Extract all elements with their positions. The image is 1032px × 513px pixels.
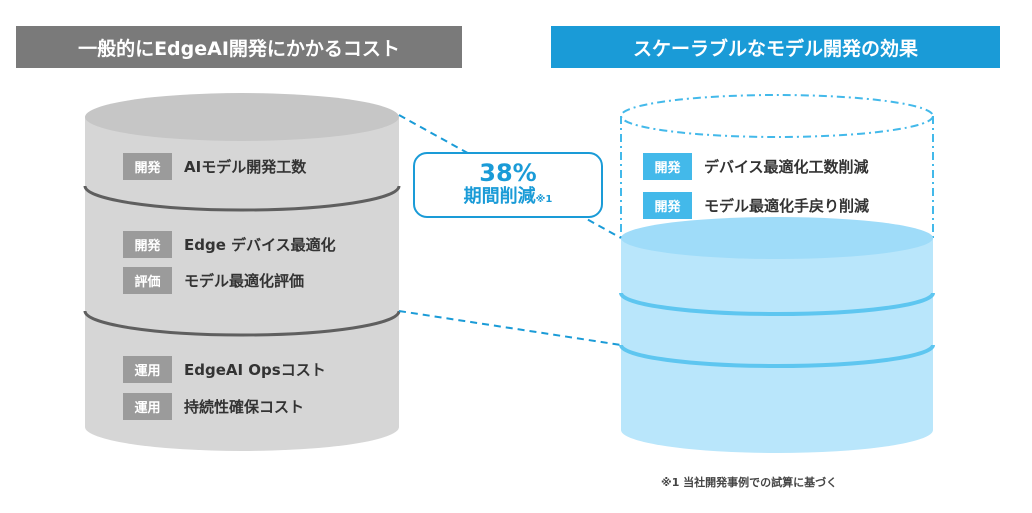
left-header-text: 一般的にEdgeAI開発にかかるコスト xyxy=(78,37,400,60)
cost-item: 運用 持続性確保コスト xyxy=(123,393,304,420)
cost-item-tag: 運用 xyxy=(123,393,172,420)
cost-item-label: Edge デバイス最適化 xyxy=(184,236,336,254)
right-header: スケーラブルなモデル開発の効果 xyxy=(551,26,1000,68)
cost-item-tag: 開発 xyxy=(123,231,172,258)
cost-item: 評価 モデル最適化評価 xyxy=(123,267,304,294)
connector-bottom xyxy=(398,310,622,346)
cost-item-label: 持続性確保コスト xyxy=(184,398,305,416)
cost-item-label: AIモデル開発工数 xyxy=(184,158,307,176)
effect-item-tag: 開発 xyxy=(643,192,692,219)
cost-item-tag: 評価 xyxy=(123,267,172,294)
reduced-cylinder-body xyxy=(621,238,933,453)
cost-cylinder-divider-1 xyxy=(83,185,401,212)
effect-item: 開発 デバイス最適化工数削減 xyxy=(643,153,869,180)
reduced-cylinder-top xyxy=(621,217,933,259)
cost-item-label: モデル最適化評価 xyxy=(184,272,305,290)
reduced-cylinder-divider-2 xyxy=(619,344,935,368)
cost-item-tag: 運用 xyxy=(123,356,172,383)
cost-item-tag: 開発 xyxy=(123,153,172,180)
effect-item-label: モデル最適化手戻り削減 xyxy=(704,197,870,215)
reduced-cylinder xyxy=(619,217,935,453)
reduction-callout: 38% 期間削減※1 xyxy=(413,152,603,218)
left-header: 一般的にEdgeAI開発にかかるコスト xyxy=(16,26,462,68)
footnote: ※1 当社開発事例での試算に基づく xyxy=(661,476,838,489)
reduction-footnote-mark: ※1 xyxy=(535,193,553,205)
effect-item-tag: 開発 xyxy=(643,153,692,180)
cost-item: 開発 AIモデル開発工数 xyxy=(123,153,306,180)
cost-item-label: EdgeAI Opsコスト xyxy=(184,361,326,379)
effect-item: 開発 モデル最適化手戻り削減 xyxy=(643,192,869,219)
reduced-cylinder-outline xyxy=(620,94,934,238)
cost-item: 運用 EdgeAI Opsコスト xyxy=(123,356,326,383)
reduction-percent: 38% xyxy=(479,158,537,187)
right-header-text: スケーラブルなモデル開発の効果 xyxy=(632,37,918,60)
effect-item-label: デバイス最適化工数削減 xyxy=(704,158,869,176)
reduced-cylinder-divider-1 xyxy=(619,292,935,316)
cost-item: 開発 Edge デバイス最適化 xyxy=(123,231,336,258)
cost-cylinder-divider-2 xyxy=(83,310,401,337)
reduction-label: 期間削減 xyxy=(463,185,536,207)
cost-cylinder-top xyxy=(85,93,399,141)
reduction-text-line: 期間削減※1 xyxy=(464,186,553,211)
